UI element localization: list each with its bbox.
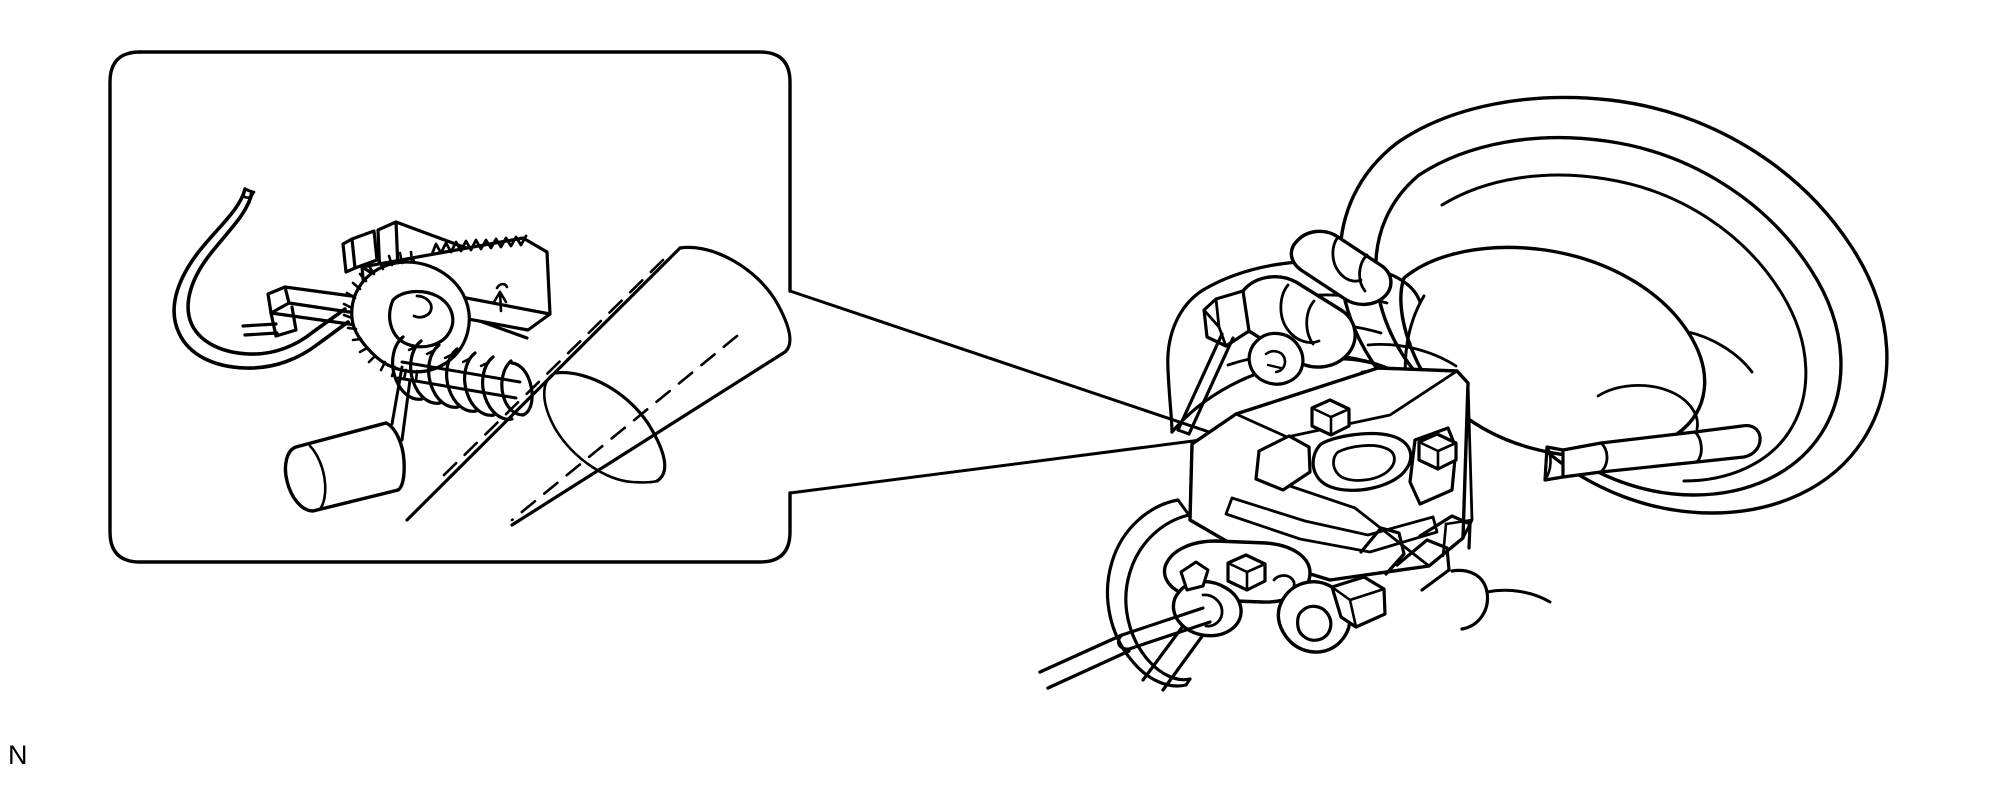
knob-cap [283, 365, 412, 513]
bracket-bolt-right [1417, 432, 1458, 471]
tilt-lever-roller [1276, 575, 1387, 654]
ignition-lock-cylinder [1176, 229, 1393, 436]
lower-shaft [1038, 624, 1205, 692]
coil-spring [391, 335, 534, 421]
column-upper-bracket [1188, 366, 1474, 582]
detail-view-group [172, 187, 792, 527]
magnified-detail-box [108, 50, 792, 564]
lower-bracket-arms [1359, 514, 1552, 631]
page-corner-label: N [8, 740, 28, 770]
main-view-group [1038, 95, 1889, 692]
steering-shaft-tube [405, 245, 792, 527]
steering-wheel-hub [1360, 245, 1754, 459]
turn-signal-stalk [1543, 423, 1762, 482]
callout-leader-wedge [788, 289, 1226, 495]
hook-tool-wire [172, 187, 350, 370]
bracket-bolt-left [1310, 398, 1351, 437]
wire-harness [1105, 498, 1210, 688]
